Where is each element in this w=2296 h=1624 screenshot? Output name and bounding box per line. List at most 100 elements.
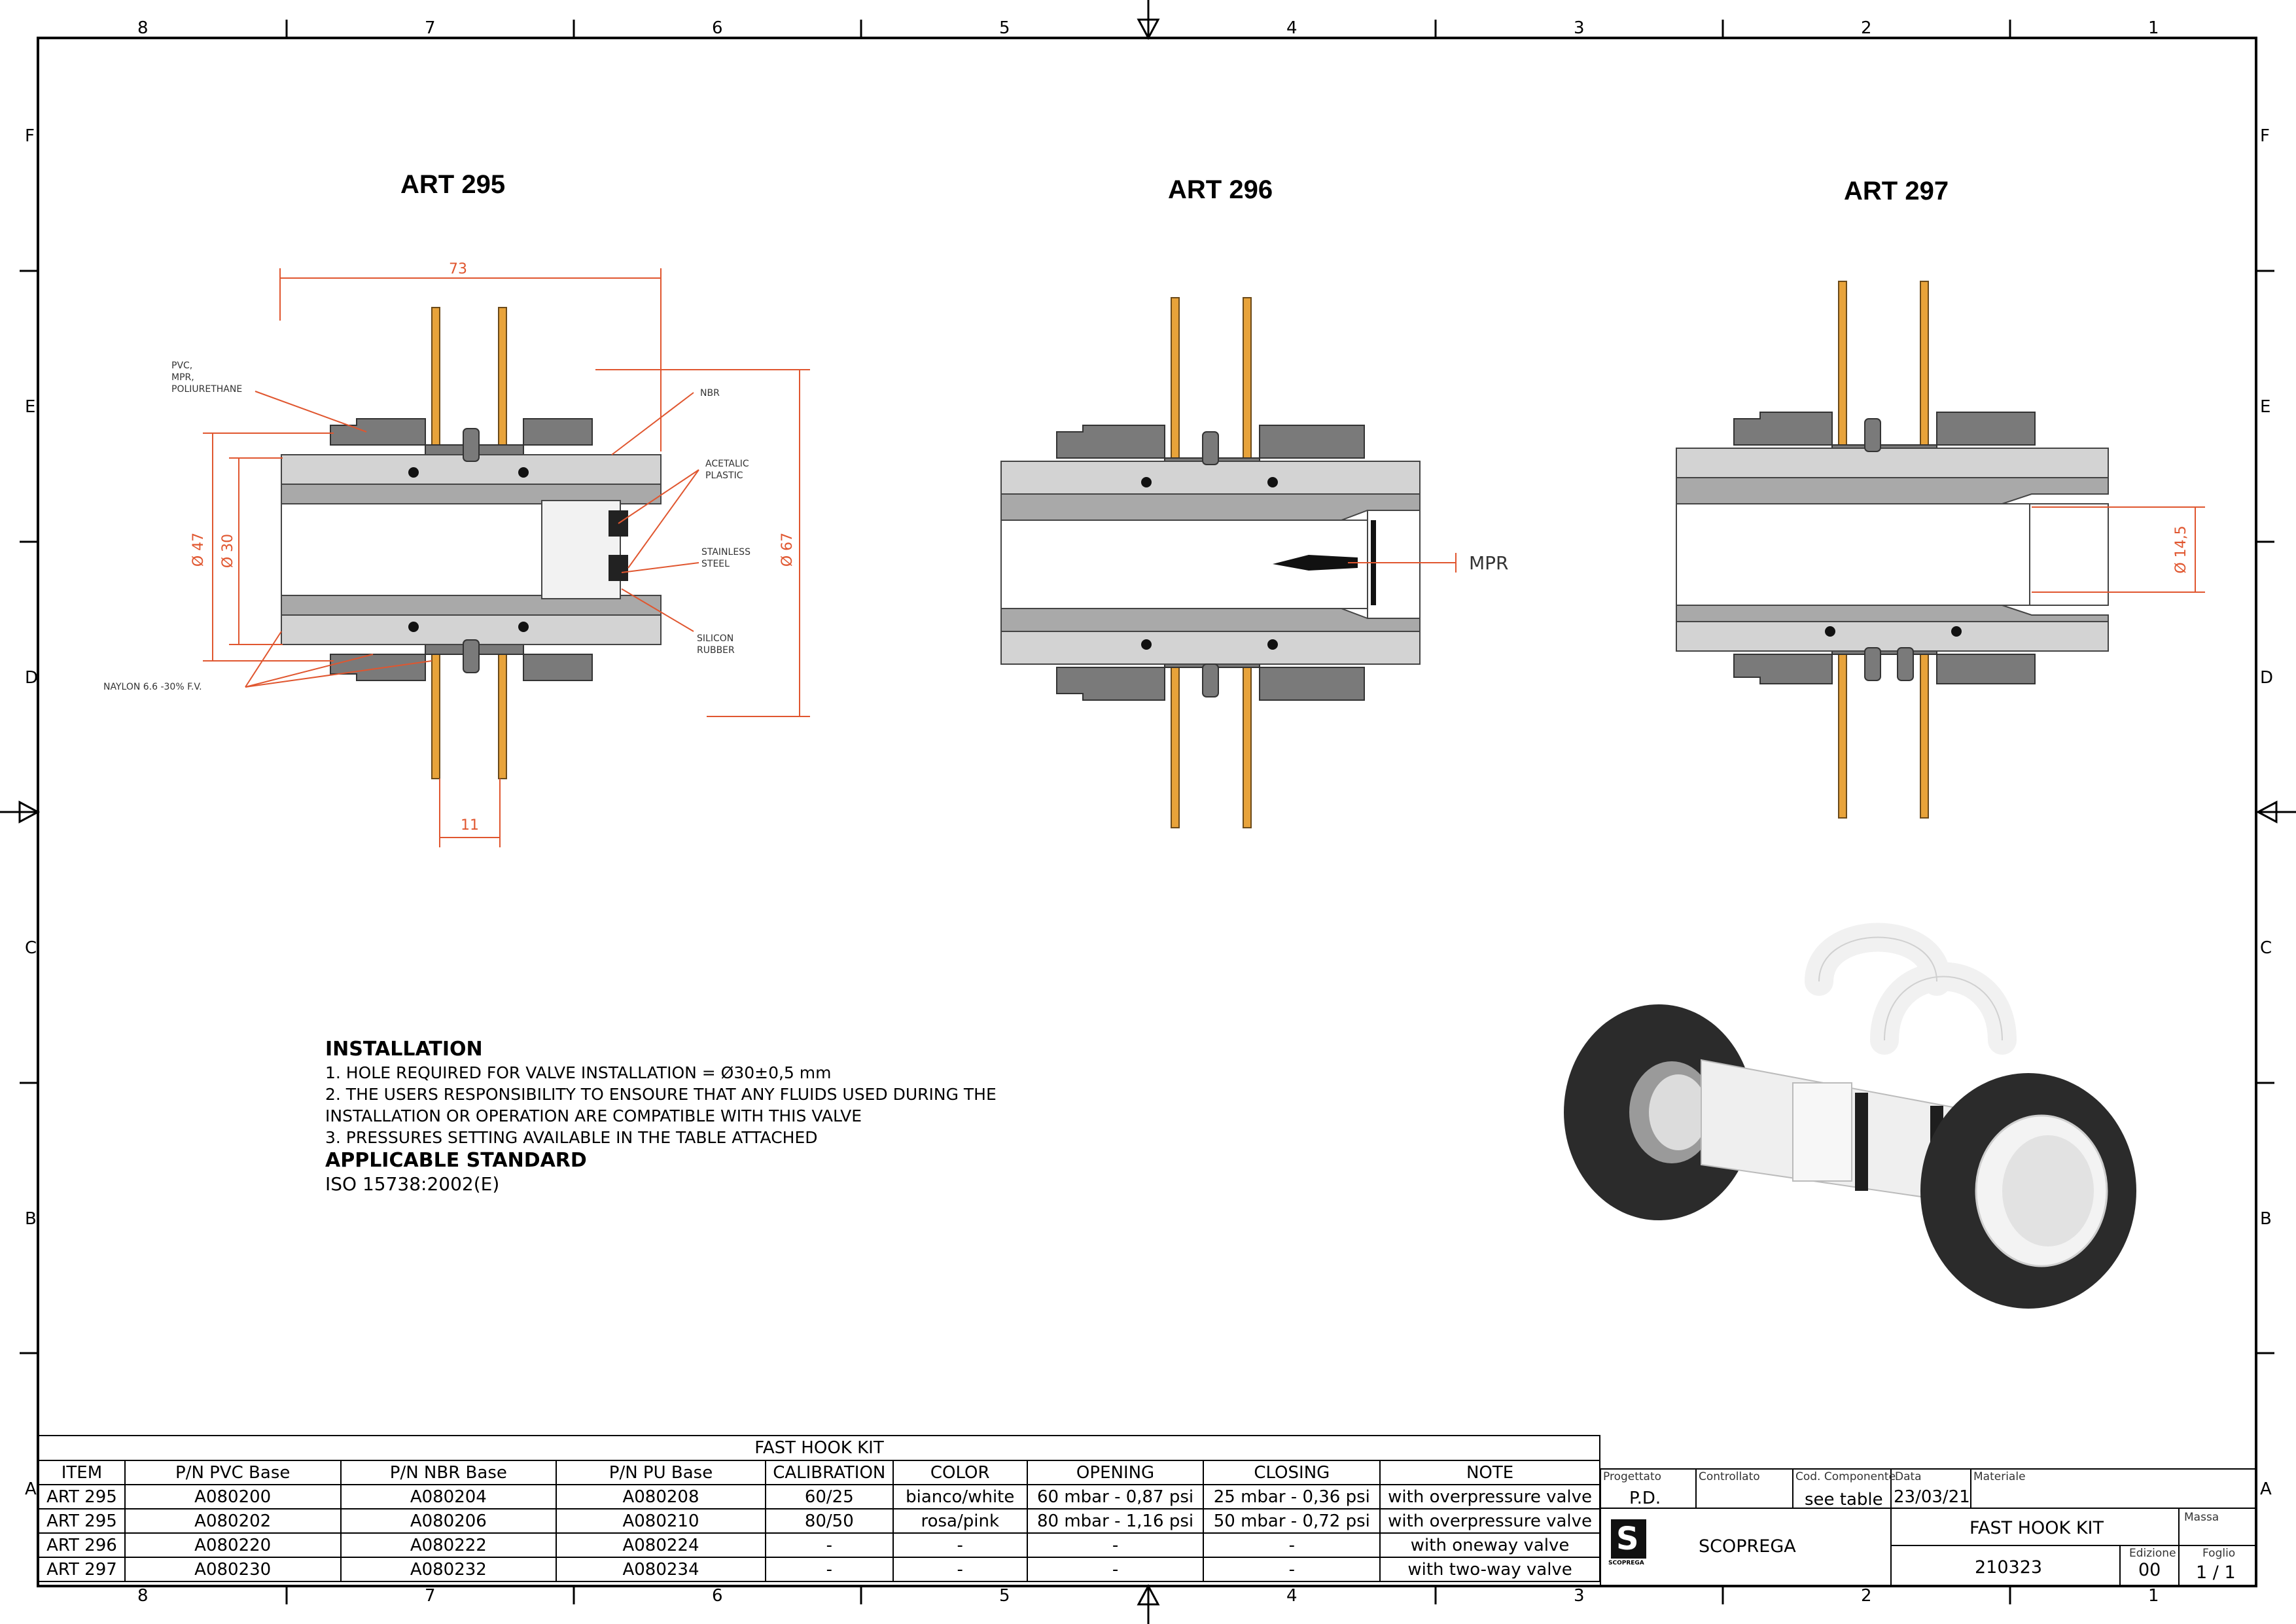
- dim-11: 11: [461, 817, 479, 834]
- frame-column-label-top: 1: [2148, 18, 2159, 38]
- center-arrow-right: [2255, 800, 2296, 824]
- svg-text:RUBBER: RUBBER: [697, 645, 735, 656]
- frame-column-label-bottom: 7: [425, 1586, 436, 1606]
- bom-cell: 60/25: [764, 1484, 894, 1509]
- bom-cell: -: [764, 1557, 894, 1582]
- bom-header-row: ITEM P/N PVC Base P/N NBR Base P/N PU Ba…: [38, 1460, 1600, 1485]
- frame-row-label-left: D: [25, 668, 39, 688]
- frame-column-label-bottom: 4: [1286, 1586, 1298, 1606]
- bom-cell: rosa/pink: [892, 1508, 1028, 1534]
- frame-column-label-top: 6: [712, 18, 723, 38]
- art295-dimensions: [203, 268, 810, 847]
- frame-column-label-bottom: 5: [999, 1586, 1010, 1606]
- frame-column-label-bottom: 1: [2148, 1586, 2159, 1606]
- frame-row-label-right: D: [2260, 668, 2274, 688]
- bom-cell: 60 mbar - 0,87 psi: [1026, 1484, 1205, 1509]
- art295-material-labels: PVC, MPR, POLIURETHANE NBR ACETALIC PLAS…: [103, 361, 751, 692]
- svg-text:STEEL: STEEL: [701, 559, 730, 569]
- bom-header: P/N PU Base: [556, 1460, 766, 1485]
- bom-header: P/N NBR Base: [340, 1460, 557, 1485]
- art297-body: [1676, 281, 2109, 819]
- tb-company: SCOPREGA: [1699, 1536, 1796, 1557]
- frame-column-label-bottom: 6: [712, 1586, 723, 1606]
- dim-73: 73: [449, 261, 467, 277]
- bom-header: ITEM: [38, 1460, 126, 1485]
- center-arrow-left: [0, 800, 41, 824]
- installation-heading: INSTALLATION: [325, 1038, 483, 1061]
- frame-row-label-left: F: [25, 126, 35, 146]
- installation-notes: INSTALLATION 1. HOLE REQUIRED FOR VALVE …: [325, 1037, 1078, 1195]
- tb-cod: see table: [1805, 1490, 1883, 1509]
- logo-mark: S: [1616, 1521, 1639, 1557]
- tb-title: FAST HOOK KIT: [1969, 1518, 2104, 1538]
- svg-text:NBR: NBR: [700, 388, 720, 398]
- tb-number: 210323: [1975, 1557, 2043, 1578]
- bom-cell: -: [1026, 1557, 1205, 1582]
- frame-column-label-bottom: 3: [1574, 1586, 1585, 1606]
- center-arrow-bottom: [1137, 1583, 1160, 1624]
- bom-cell: A080202: [124, 1508, 342, 1534]
- product-render: [1564, 923, 2136, 1309]
- view-title-art296: ART 296: [1168, 175, 1273, 204]
- bom-cell: with oneway valve: [1379, 1532, 1600, 1558]
- bom-cell: A080234: [556, 1557, 766, 1582]
- bom-cell: with two-way valve: [1379, 1557, 1600, 1582]
- frame-column-label-bottom: 2: [1861, 1586, 1872, 1606]
- bom-cell: -: [1026, 1532, 1205, 1558]
- installation-line-3: INSTALLATION OR OPERATION ARE COMPATIBLE…: [325, 1106, 862, 1125]
- frame-column-label-bottom: 8: [137, 1586, 149, 1606]
- bom-cell: A080208: [556, 1484, 766, 1509]
- bom-cell: 80/50: [764, 1508, 894, 1534]
- frame-row-label-left: E: [25, 397, 36, 417]
- tb-edizione-label: Edizione: [2129, 1547, 2176, 1560]
- frame-row-label-right: A: [2260, 1479, 2272, 1499]
- frame-column-label-top: 7: [425, 18, 436, 38]
- tb-controllato-label: Controllato: [1699, 1470, 1760, 1483]
- bom-header: COLOR: [892, 1460, 1028, 1485]
- bom-table: FAST HOOK KIT ITEM P/N PVC Base P/N NBR …: [38, 1435, 1600, 1582]
- bom-cell: A080232: [340, 1557, 557, 1582]
- tb-progettato-label: Progettato: [1603, 1470, 1662, 1483]
- tb-progettato: P.D.: [1629, 1489, 1661, 1508]
- frame-row-label-left: A: [25, 1479, 37, 1499]
- bom-cell: A080210: [556, 1508, 766, 1534]
- bom-header: P/N PVC Base: [124, 1460, 342, 1485]
- bom-cell: 80 mbar - 1,16 psi: [1026, 1508, 1205, 1534]
- center-arrow-top: [1137, 0, 1160, 41]
- frame-column-label-top: 5: [999, 18, 1010, 38]
- svg-text:NAYLON 6.6 -30% F.V.: NAYLON 6.6 -30% F.V.: [103, 682, 202, 692]
- bom-cell: -: [764, 1532, 894, 1558]
- tb-massa-label: Massa: [2184, 1511, 2219, 1524]
- svg-text:PVC,: PVC,: [171, 361, 192, 371]
- scoprega-logo-icon: [1611, 1519, 1646, 1559]
- view-title-art297: ART 297: [1844, 177, 1949, 205]
- bom-cell: 25 mbar - 0,36 psi: [1203, 1484, 1381, 1509]
- standard-heading: APPLICABLE STANDARD: [325, 1149, 587, 1172]
- bom-header: NOTE: [1379, 1460, 1600, 1485]
- bom-header: CALIBRATION: [764, 1460, 894, 1485]
- svg-text:POLIURETHANE: POLIURETHANE: [171, 384, 242, 395]
- bom-cell: A080224: [556, 1532, 766, 1558]
- bom-cell: 50 mbar - 0,72 psi: [1203, 1508, 1381, 1534]
- frame-column-label-top: 3: [1574, 18, 1585, 38]
- frame-row-label-right: B: [2260, 1209, 2272, 1229]
- tb-foglio-label: Foglio: [2202, 1547, 2236, 1560]
- bom-cell: ART 296: [38, 1532, 126, 1558]
- dim-67: Ø 67: [779, 533, 796, 567]
- svg-text:PLASTIC: PLASTIC: [705, 470, 743, 481]
- tb-cod-label: Cod. Componente: [1795, 1470, 1896, 1483]
- dim-14-5: Ø 14,5: [2173, 525, 2189, 573]
- art296-mpr-label: MPR: [1469, 552, 1509, 574]
- bom-header: CLOSING: [1203, 1460, 1381, 1485]
- bom-header: OPENING: [1026, 1460, 1205, 1485]
- tb-data: 23/03/21: [1894, 1487, 1970, 1507]
